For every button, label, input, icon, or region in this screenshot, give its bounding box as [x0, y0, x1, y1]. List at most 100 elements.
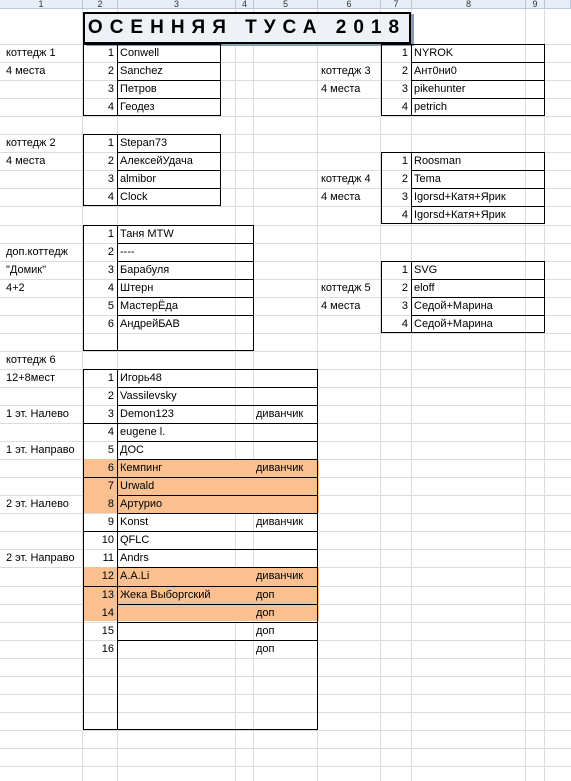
row-number[interactable]: 4 — [401, 318, 408, 330]
row-number[interactable]: 3 — [401, 83, 408, 95]
person-name[interactable]: Conwell — [120, 47, 160, 59]
person-name[interactable]: Urwald — [120, 480, 155, 492]
cell-label[interactable]: 4 места — [6, 65, 46, 77]
cell-label[interactable]: 4 места — [321, 191, 361, 203]
note-cell[interactable]: доп — [256, 643, 275, 655]
person-name[interactable]: Петров — [120, 83, 157, 95]
cell-label[interactable]: доп.коттедж — [6, 246, 68, 258]
row-number[interactable]: 4 — [401, 209, 408, 221]
person-name[interactable]: ---- — [120, 246, 135, 258]
row-number[interactable]: 5 — [107, 300, 114, 312]
row-number[interactable]: 1 — [401, 155, 408, 167]
cell-label[interactable]: 12+8мест — [6, 372, 55, 384]
row-number[interactable]: 1 — [401, 47, 408, 59]
row-number[interactable]: 3 — [401, 300, 408, 312]
row-number[interactable]: 3 — [401, 191, 408, 203]
row-number[interactable]: 8 — [107, 498, 114, 510]
cell-label[interactable]: 4 места — [6, 155, 46, 167]
row-number[interactable]: 1 — [107, 137, 114, 149]
row-number[interactable]: 9 — [107, 516, 114, 528]
cell-label[interactable]: 4+2 — [6, 282, 25, 294]
row-number[interactable]: 15 — [101, 625, 114, 637]
person-name[interactable]: Таня MTW — [120, 228, 174, 240]
person-name[interactable]: ДОС — [120, 444, 144, 456]
note-cell[interactable]: диванчик — [256, 408, 304, 420]
row-number[interactable]: 7 — [107, 480, 114, 492]
row-number[interactable]: 2 — [401, 65, 408, 77]
row-number[interactable]: 16 — [101, 643, 114, 655]
person-name[interactable]: Demon123 — [120, 408, 174, 420]
row-number[interactable]: 11 — [102, 552, 114, 564]
row-number[interactable]: 3 — [107, 408, 114, 420]
person-name[interactable]: Геодез — [120, 101, 155, 113]
person-name[interactable]: petrich — [414, 101, 448, 113]
person-name[interactable]: Барабуля — [120, 264, 170, 276]
row-number[interactable]: 1 — [107, 372, 114, 384]
column-header[interactable]: 3 — [118, 0, 236, 9]
note-cell[interactable]: доп — [256, 607, 275, 619]
cell-label[interactable]: 1 эт. Направо — [6, 444, 75, 456]
row-number[interactable]: 4 — [401, 101, 408, 113]
person-name[interactable]: Кемпинг — [120, 462, 163, 474]
note-cell[interactable]: диванчик — [256, 462, 304, 474]
row-number[interactable]: 14 — [101, 607, 114, 619]
cell-label[interactable]: 4 места — [321, 83, 361, 95]
cell-label[interactable]: 1 эт. Налево — [6, 408, 69, 420]
person-name[interactable]: eloff — [414, 282, 435, 294]
cell-label[interactable]: коттедж 5 — [321, 282, 371, 294]
person-name[interactable]: АндрейБАВ — [120, 318, 180, 330]
person-name[interactable]: QFLC — [120, 534, 150, 546]
row-number[interactable]: 2 — [107, 65, 114, 77]
row-number[interactable]: 4 — [107, 101, 114, 113]
column-header[interactable]: 4 — [236, 0, 254, 9]
cell-label[interactable]: 4 места — [321, 300, 361, 312]
person-name[interactable]: Седой+Марина — [414, 300, 493, 312]
row-number[interactable]: 4 — [107, 191, 114, 203]
row-number[interactable]: 6 — [107, 462, 114, 474]
row-number[interactable]: 13 — [101, 589, 114, 601]
row-number[interactable]: 3 — [107, 264, 114, 276]
row-number[interactable]: 4 — [107, 282, 114, 294]
row-number[interactable]: 10 — [101, 534, 114, 546]
person-name[interactable]: NYROK — [414, 47, 454, 59]
person-name[interactable]: Sanchez — [120, 65, 163, 77]
person-name[interactable]: almibor — [120, 173, 157, 185]
row-number[interactable]: 2 — [107, 246, 114, 258]
row-number[interactable]: 5 — [107, 444, 114, 456]
person-name[interactable]: Roosman — [414, 155, 462, 167]
row-number[interactable]: 3 — [107, 83, 114, 95]
row-number[interactable]: 2 — [107, 390, 114, 402]
person-name[interactable]: pikehunter — [414, 83, 466, 95]
row-number[interactable]: 6 — [107, 318, 114, 330]
note-cell[interactable]: диванчик — [256, 570, 304, 582]
person-name[interactable]: Седой+Марина — [414, 318, 493, 330]
person-name[interactable]: Штерн — [120, 282, 154, 294]
person-name[interactable]: Жека Выборгский — [120, 589, 211, 601]
sheet-title[interactable]: ОСЕННЯЯ ТУСА 2018 — [83, 12, 411, 44]
person-name[interactable]: Игорь48 — [120, 372, 162, 384]
row-number[interactable]: 2 — [401, 173, 408, 185]
row-number[interactable]: 1 — [107, 47, 114, 59]
column-header[interactable]: 5 — [254, 0, 318, 9]
column-header[interactable]: 8 — [412, 0, 526, 9]
row-number[interactable]: 3 — [107, 173, 114, 185]
row-number[interactable]: 2 — [107, 155, 114, 167]
note-cell[interactable]: доп — [256, 589, 275, 601]
person-name[interactable]: eugene l. — [120, 426, 166, 438]
cell-label[interactable]: коттедж 3 — [321, 65, 371, 77]
person-name[interactable]: A.A.Li — [120, 570, 150, 582]
cell-label[interactable]: 2 эт. Налево — [6, 498, 69, 510]
person-name[interactable]: Igorsd+Катя+Ярик — [414, 191, 506, 203]
person-name[interactable]: Артурио — [120, 498, 163, 510]
person-name[interactable]: SVG — [414, 264, 438, 276]
column-header[interactable]: 7 — [381, 0, 412, 9]
column-header[interactable]: 6 — [318, 0, 381, 9]
cell-label[interactable]: коттедж 2 — [6, 137, 56, 149]
cell-label[interactable]: 2 эт. Направо — [6, 552, 75, 564]
row-number[interactable]: 2 — [401, 282, 408, 294]
cell-label[interactable]: коттедж 1 — [6, 47, 56, 59]
person-name[interactable]: Andrs — [120, 552, 149, 564]
person-name[interactable]: Clock — [120, 191, 148, 203]
cell-label[interactable]: коттедж 6 — [6, 354, 56, 366]
person-name[interactable]: Stepan73 — [120, 137, 168, 149]
